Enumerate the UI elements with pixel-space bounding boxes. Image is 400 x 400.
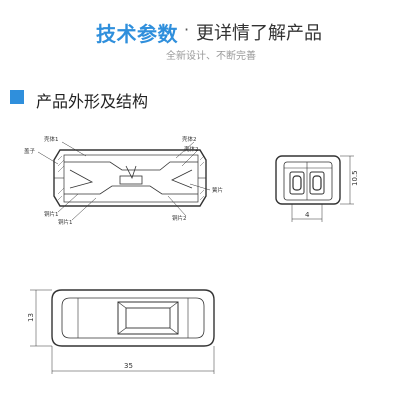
header-banner: 技术参数 · 更详情了解产品 全新设计、不断完善: [0, 10, 400, 62]
label-copper1-b: 铜片1: [58, 218, 73, 226]
label-spring: 簧片: [212, 186, 223, 194]
title-separator: ·: [184, 20, 190, 39]
dim-side-height: 10.5: [351, 170, 359, 186]
dim-side-width: 4: [305, 211, 310, 219]
cross-section-view: [37, 141, 211, 221]
title-main: 技术参数: [96, 22, 178, 46]
side-view: [275, 155, 354, 222]
dim-bottom-length: 35: [124, 362, 133, 370]
label-copper2: 铜片2: [172, 214, 187, 222]
label-shell1: 壳体1: [44, 135, 59, 143]
dim-bottom-height: 13: [27, 313, 35, 322]
label-cover: 盖子: [24, 147, 36, 155]
bottom-view: [30, 289, 215, 374]
section-title: 产品外形及结构: [36, 92, 149, 111]
label-shell2: 壳体2: [184, 145, 199, 153]
label-shell2-top: 壳体2: [182, 135, 197, 143]
title-sub: 更详情了解产品: [196, 23, 322, 44]
subtitle: 全新设计、不断完善: [166, 51, 256, 62]
section-heading: 产品外形及结构: [10, 88, 390, 111]
label-copper1-a: 铜片1: [44, 210, 59, 218]
section-marker-icon: [10, 90, 24, 104]
